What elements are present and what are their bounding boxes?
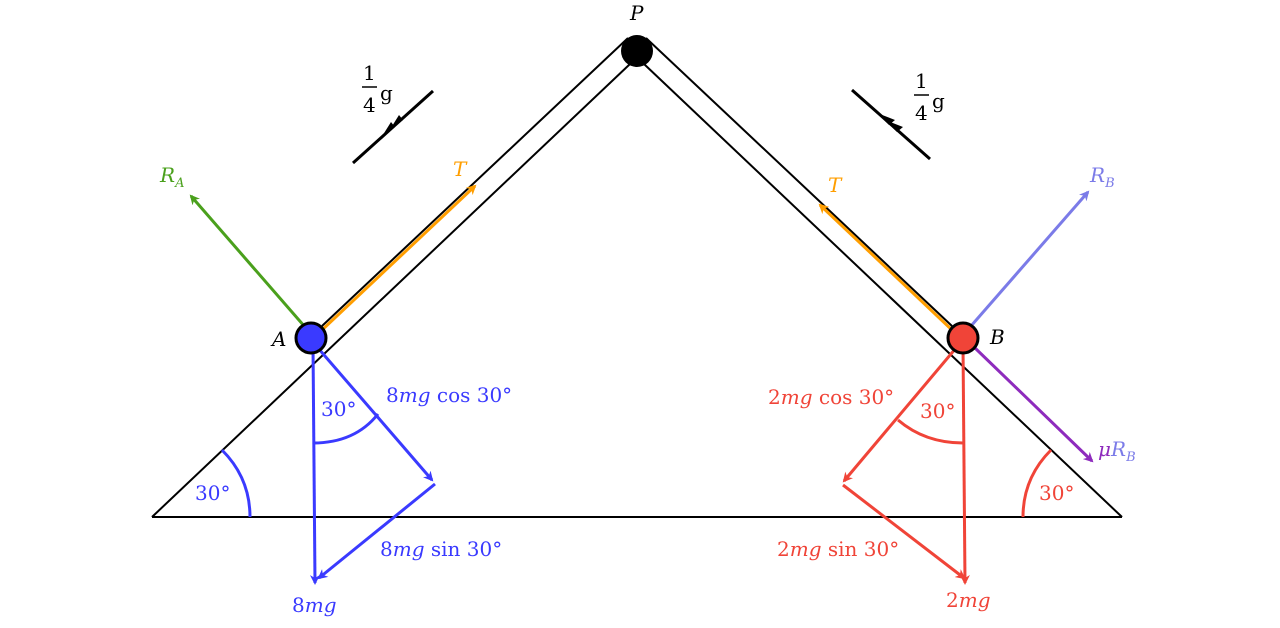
particle-a — [294, 321, 328, 355]
normal-component-a-arrow — [316, 347, 434, 482]
parallel-component-b-arrow — [842, 483, 966, 580]
friction-b-arrow — [973, 346, 1094, 463]
reaction-b-arrow — [969, 190, 1090, 327]
parallel-component-b-label: 2mg sin 30° — [777, 537, 899, 561]
string-left — [321, 37, 629, 327]
weight-a-arrow — [309, 344, 320, 585]
weight-a-label: 8mg — [292, 593, 337, 617]
incline-triangle — [151, 37, 1123, 518]
pulley-label: P — [629, 1, 644, 25]
tension-a-arrow — [320, 184, 477, 332]
acceleration-marker-a: 1 4 g — [351, 61, 435, 165]
reaction-a-arrow — [189, 194, 307, 328]
incline-angle-arc-b — [1021, 448, 1053, 518]
normal-component-b-arrow — [842, 347, 958, 483]
acceleration-marker-b: 1 4 g — [851, 69, 945, 161]
particle-a-forces: RA T A 30° 30° 8mg cos 30° 8mg sin 30° 8… — [159, 157, 512, 617]
incline-angle-a-label: 30° — [195, 481, 230, 505]
incline-angle-arc-a — [220, 448, 252, 518]
component-angle-b-label: 30° — [920, 399, 955, 423]
component-angle-arc-b — [897, 418, 964, 445]
normal-component-a-label: 8mg cos 30° — [386, 383, 512, 407]
right-slope — [643, 63, 1123, 518]
particle-b — [946, 321, 980, 355]
pulley — [621, 35, 653, 67]
accel-a-numerator: 1 — [363, 61, 376, 85]
tension-a-label: T — [453, 157, 468, 181]
double-arrowhead-icon — [877, 113, 903, 132]
parallel-component-a-arrow — [317, 482, 436, 580]
incline-angle-b-label: 30° — [1039, 481, 1074, 505]
tension-b-label: T — [828, 173, 843, 197]
component-angle-arc-a — [312, 413, 380, 445]
particle-a-label: A — [270, 327, 286, 351]
tension-b-arrow — [818, 203, 954, 332]
normal-component-b-label: 2mg cos 30° — [768, 385, 894, 409]
friction-b-label: μRB — [1098, 437, 1136, 465]
double-arrowhead-icon — [381, 115, 403, 138]
particle-b-label: B — [989, 325, 1005, 349]
reaction-b-label: RB — [1089, 163, 1115, 191]
reaction-a-label: RA — [159, 163, 184, 191]
accel-a-denominator: 4 — [363, 93, 376, 117]
left-slope — [151, 63, 631, 518]
weight-b-arrow — [959, 344, 970, 585]
accel-b-numerator: 1 — [915, 69, 928, 93]
component-angle-a-label: 30° — [321, 397, 356, 421]
parallel-component-a-label: 8mg sin 30° — [380, 537, 502, 561]
accel-a-unit: g — [380, 81, 393, 105]
accel-b-unit: g — [932, 89, 945, 113]
particle-b-forces: RB T μRB B 30° 30° 2mg cos 30° 2mg sin 3… — [768, 163, 1136, 612]
accel-b-denominator: 4 — [915, 101, 928, 125]
weight-b-label: 2mg — [946, 588, 991, 612]
string-right — [645, 37, 953, 327]
